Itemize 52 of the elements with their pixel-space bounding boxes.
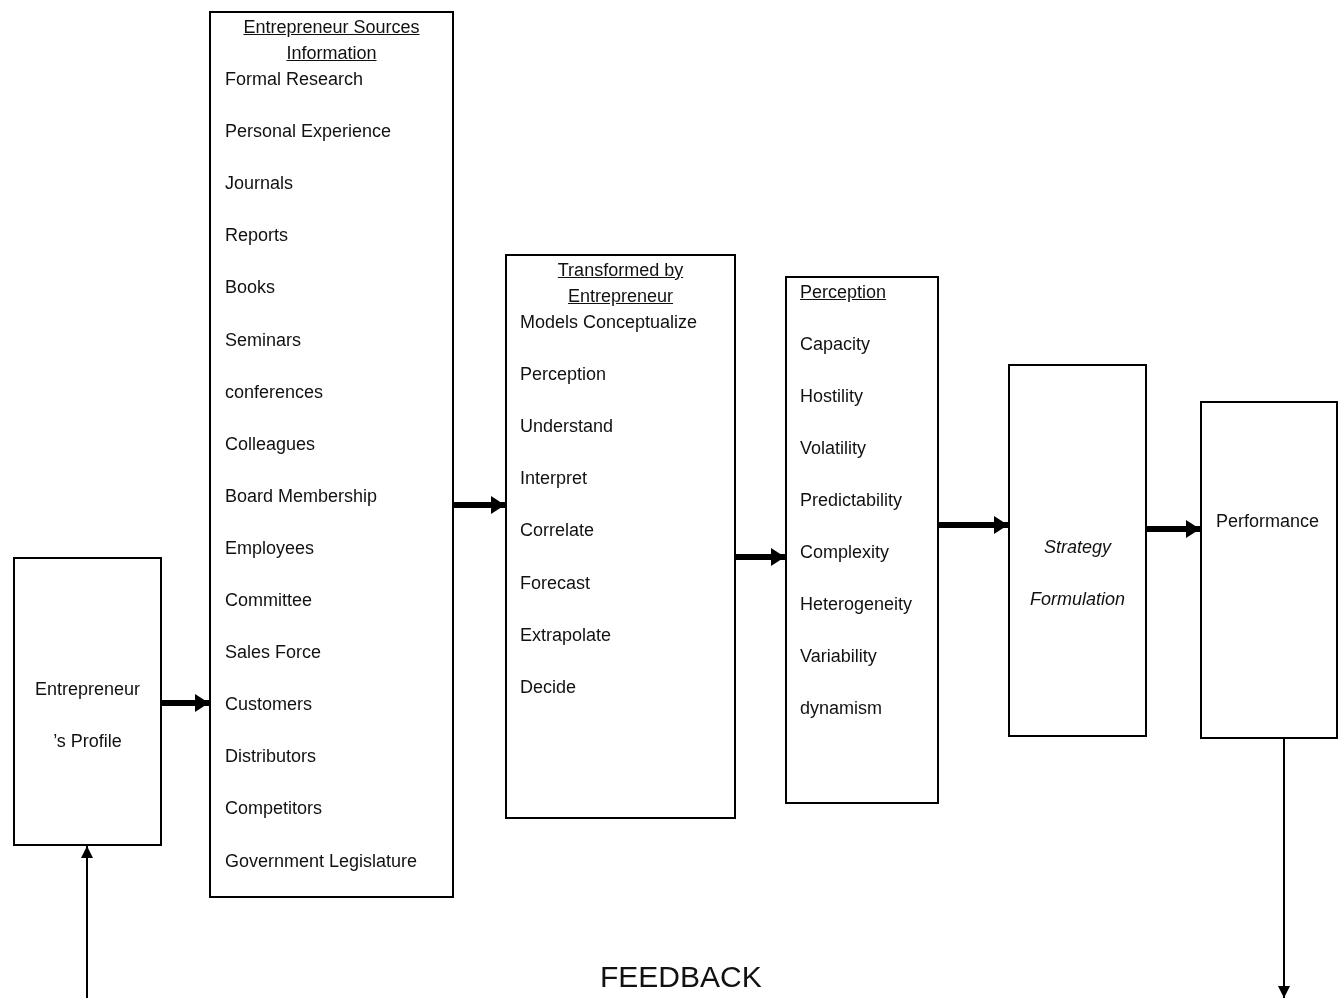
list-item: dynamism (800, 697, 883, 719)
list-item: Reports (225, 224, 289, 247)
list-item: conferences (225, 380, 324, 403)
process-box (1008, 364, 1147, 737)
list-item: Variability (800, 645, 877, 667)
sources-box (209, 11, 454, 898)
list-item: Personal Experience (225, 120, 392, 143)
list-item: Customers (225, 693, 313, 716)
list-item: Volatility (800, 437, 867, 459)
list-item: Colleagues (225, 432, 316, 455)
list-heading: Transformed by Entrepreneur (556, 259, 685, 308)
arrow (736, 548, 785, 566)
list-item: Understand (520, 415, 614, 438)
node-label: Performance (1216, 510, 1320, 532)
list-item: Journals (225, 172, 294, 195)
list-item: Competitors (225, 797, 323, 820)
profile-box (13, 557, 162, 846)
list-item: Distributors (225, 745, 317, 768)
list-item: Heterogeneity (800, 593, 913, 615)
node-label: Strategy Formulation (1028, 536, 1126, 611)
list-heading: Perception (800, 281, 888, 304)
list-item: Government Legislature (225, 849, 418, 872)
list-item: Correlate (520, 519, 595, 542)
list-item: Hostility (800, 385, 863, 407)
arrow (454, 496, 505, 514)
arrow (1278, 738, 1290, 998)
process-box (1200, 401, 1338, 739)
list-heading: Entrepreneur Sources Information (242, 16, 421, 65)
arrow (162, 694, 209, 712)
list-item: Formal Research (225, 68, 364, 90)
feedback-label: FEEDBACK (600, 960, 762, 994)
arrow (939, 516, 1008, 534)
list-item: Extrapolate (520, 623, 612, 646)
list-item: Models Conceptualize (520, 311, 698, 333)
list-item: Books (225, 276, 276, 299)
list-item: Committee (225, 589, 313, 611)
list-item: Capacity (800, 333, 871, 355)
list-item: Forecast (520, 571, 591, 594)
list-item: Board Membership (225, 484, 378, 507)
list-item: Sales Force (225, 641, 322, 664)
list-item: Decide (520, 675, 577, 698)
perception-box (785, 276, 939, 804)
list-item: Complexity (800, 541, 890, 563)
arrow (81, 845, 93, 998)
list-item: Employees (225, 536, 315, 559)
list-item: Seminars (225, 328, 302, 351)
node-label: Entrepreneur ’s Profile (33, 678, 142, 753)
list-item: Predictability (800, 489, 903, 511)
arrow (1147, 520, 1200, 538)
transform-box (505, 254, 736, 819)
list-item: Perception (520, 363, 607, 386)
list-item: Interpret (520, 467, 588, 490)
